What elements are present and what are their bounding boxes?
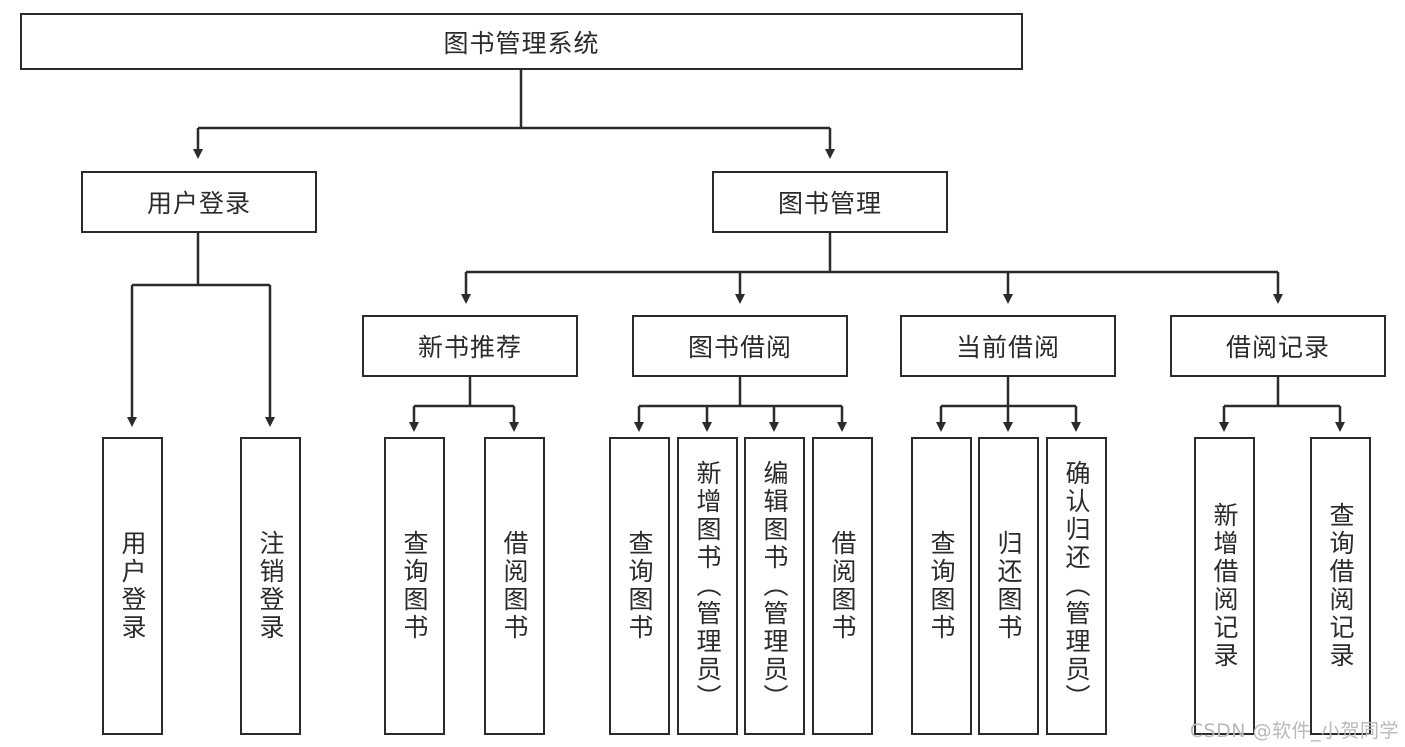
node-borrow-record-label: 借阅记录 bbox=[1225, 333, 1330, 362]
node-leaf-newbook-borrow-label: 借阅图书 bbox=[500, 530, 529, 642]
node-leaf-borrow-lend-label: 借阅图书 bbox=[828, 530, 857, 642]
node-leaf-record-add-label: 新增借阅记录 bbox=[1210, 502, 1239, 670]
node-leaf-current-confirm-label: 确认归还（管理员） bbox=[1062, 460, 1091, 712]
node-leaf-user-login-label: 用户登录 bbox=[118, 530, 147, 642]
node-leaf-current-return[interactable]: 归还图书 bbox=[978, 437, 1039, 735]
node-leaf-newbook-borrow[interactable]: 借阅图书 bbox=[484, 437, 545, 735]
node-leaf-borrow-edit[interactable]: 编辑图书（管理员） bbox=[744, 437, 805, 735]
node-user-login[interactable]: 用户登录 bbox=[81, 171, 317, 233]
node-leaf-newbook-query-label: 查询图书 bbox=[400, 530, 429, 642]
node-leaf-borrow-add[interactable]: 新增图书（管理员） bbox=[677, 437, 738, 735]
node-leaf-current-confirm[interactable]: 确认归还（管理员） bbox=[1046, 437, 1107, 735]
node-leaf-record-query[interactable]: 查询借阅记录 bbox=[1310, 437, 1371, 735]
node-leaf-newbook-query[interactable]: 查询图书 bbox=[384, 437, 445, 735]
watermark-text: CSDN @软件_小贺同学 bbox=[1189, 720, 1399, 742]
node-new-book-recommend[interactable]: 新书推荐 bbox=[362, 315, 578, 377]
node-leaf-record-add[interactable]: 新增借阅记录 bbox=[1194, 437, 1255, 735]
node-leaf-current-query[interactable]: 查询图书 bbox=[911, 437, 972, 735]
node-leaf-borrow-query[interactable]: 查询图书 bbox=[609, 437, 670, 735]
node-current-borrow[interactable]: 当前借阅 bbox=[900, 315, 1116, 377]
node-new-book-recommend-label: 新书推荐 bbox=[417, 333, 522, 362]
node-leaf-user-login[interactable]: 用户登录 bbox=[102, 437, 163, 735]
node-borrow-record[interactable]: 借阅记录 bbox=[1170, 315, 1386, 377]
node-book-management[interactable]: 图书管理 bbox=[712, 171, 948, 233]
node-root-label: 图书管理系统 bbox=[443, 28, 600, 58]
node-user-login-label: 用户登录 bbox=[146, 189, 251, 218]
node-leaf-user-logout[interactable]: 注销登录 bbox=[240, 437, 301, 735]
node-leaf-borrow-query-label: 查询图书 bbox=[625, 530, 654, 642]
node-leaf-current-return-label: 归还图书 bbox=[994, 530, 1023, 642]
node-leaf-current-query-label: 查询图书 bbox=[927, 530, 956, 642]
node-leaf-borrow-add-label: 新增图书（管理员） bbox=[693, 460, 722, 712]
node-leaf-borrow-lend[interactable]: 借阅图书 bbox=[812, 437, 873, 735]
node-root[interactable]: 图书管理系统 bbox=[20, 13, 1023, 70]
node-leaf-borrow-edit-label: 编辑图书（管理员） bbox=[760, 460, 789, 712]
node-leaf-user-logout-label: 注销登录 bbox=[256, 530, 285, 642]
node-book-borrow-label: 图书借阅 bbox=[687, 333, 792, 362]
node-book-borrow[interactable]: 图书借阅 bbox=[632, 315, 848, 377]
node-leaf-record-query-label: 查询借阅记录 bbox=[1326, 502, 1355, 670]
node-current-borrow-label: 当前借阅 bbox=[955, 333, 1060, 362]
node-book-management-label: 图书管理 bbox=[777, 189, 882, 218]
